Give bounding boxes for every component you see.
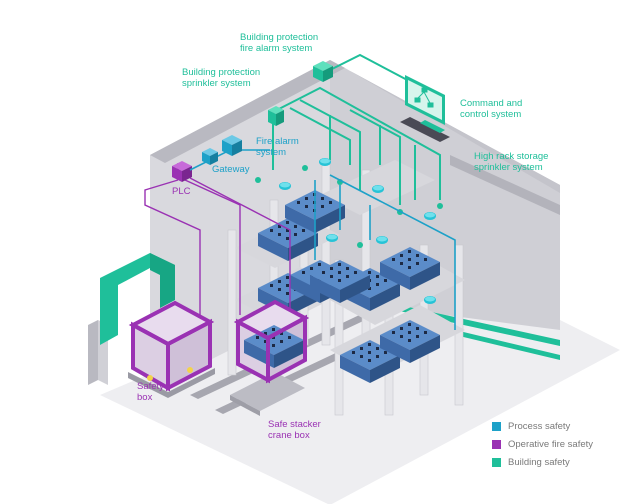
fire-door (100, 253, 175, 345)
legend-item-process-safety: Process safety (492, 417, 593, 435)
label-fire-alarm-system: Building protection fire alarm system (240, 32, 318, 54)
legend-label: Process safety (508, 420, 571, 432)
label-line: sprinkler system (182, 78, 251, 89)
label-line: system (256, 147, 287, 158)
label-line: fire alarm system (240, 43, 313, 54)
label-sprinkler-system: Building protection sprinkler system (182, 67, 260, 89)
label-high-rack: High rack storage sprinkler system (474, 151, 548, 173)
label-command-control: Command and control system (460, 98, 522, 120)
legend-label: Operative fire safety (508, 438, 594, 450)
label-line: crane box (268, 430, 310, 441)
stacker-crane-box (233, 299, 310, 384)
fire-alarm-unit (202, 148, 218, 165)
label-stacker-crane: Safe stacker crane box (268, 419, 321, 441)
command-control-monitor (400, 75, 450, 142)
legend-item-building-safety: Building safety (492, 453, 593, 471)
legend-swatch (492, 439, 501, 449)
label-fire-alarm: Fire alarm system (256, 136, 299, 158)
label-safety-box: Safety box (137, 381, 164, 403)
process-safety-devices (189, 149, 456, 330)
safety-box (128, 300, 215, 398)
plc-unit (172, 161, 192, 182)
legend-label: Building safety (508, 456, 570, 468)
fire-alarm-panel (313, 61, 333, 82)
label-line: control system (460, 109, 522, 120)
label-line: Building protection (182, 67, 261, 78)
label-line: Fire alarm (256, 136, 299, 147)
legend-item-operative-fire-safety: Operative fire safety (492, 435, 593, 453)
label-line: sprinkler system (474, 162, 543, 173)
label-line: Building protection (240, 32, 319, 43)
gateway-unit (222, 135, 242, 156)
label-line: Command and (460, 98, 523, 109)
legend-swatch (492, 457, 501, 467)
label-line: box (137, 392, 153, 403)
label-line: Safe stacker (268, 419, 321, 430)
legend: Process safety Operative fire safety Bui… (492, 417, 593, 471)
sprinkler-valve (268, 106, 284, 126)
label-line: High rack storage (474, 151, 549, 162)
label-gateway: Gateway (212, 164, 250, 175)
label-line: Safety (137, 381, 164, 392)
legend-swatch (492, 421, 501, 431)
label-plc: PLC (172, 186, 191, 197)
